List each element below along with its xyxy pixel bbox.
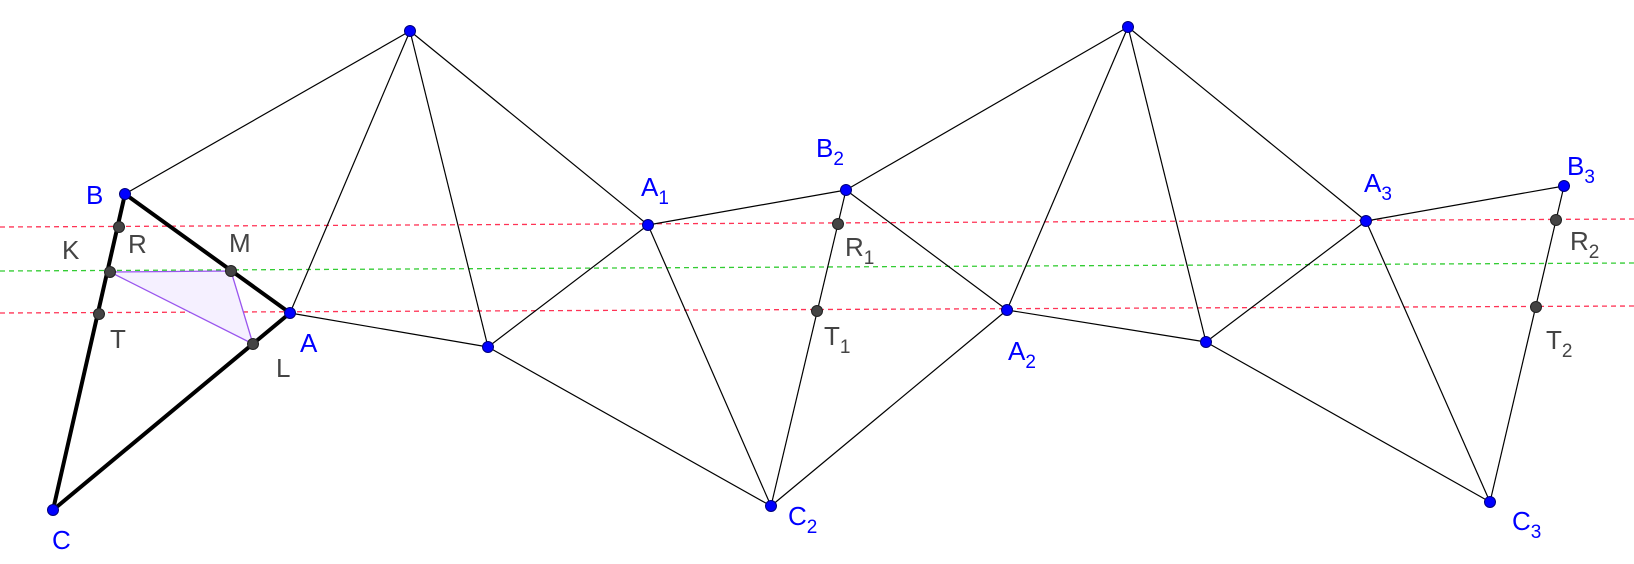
point-B3[interactable]	[1558, 180, 1570, 192]
label-C3: C3	[1512, 506, 1541, 543]
label-R2: R2	[1570, 226, 1599, 263]
segment-A1-B2[interactable]	[647, 189, 847, 226]
point-C[interactable]	[47, 504, 59, 516]
label-B3: B3	[1567, 151, 1595, 188]
segment-B2-P2[interactable]	[845, 26, 1129, 191]
point-R[interactable]	[113, 221, 125, 233]
side-C-B[interactable]	[51, 192, 127, 512]
point-A[interactable]	[284, 307, 296, 319]
segment-P3-A3[interactable]	[1205, 220, 1367, 343]
point-C3[interactable]	[1484, 496, 1496, 508]
point-R1[interactable]	[832, 218, 844, 230]
segment-A1-C2[interactable]	[647, 224, 772, 507]
point-B2[interactable]	[840, 184, 852, 196]
segment-P1-C2[interactable]	[487, 346, 772, 507]
label-A: A	[300, 328, 318, 358]
label-T1: T1	[824, 321, 850, 358]
label-B: B	[86, 180, 103, 210]
point-A3[interactable]	[1360, 215, 1372, 227]
triangle-KML[interactable]	[109, 270, 255, 346]
point-M[interactable]	[225, 265, 237, 277]
segment-B2-A2[interactable]	[845, 189, 1008, 311]
point-P2[interactable]	[1122, 21, 1134, 33]
segment-A2-P2[interactable]	[1006, 26, 1129, 311]
segment-P0-A1[interactable]	[409, 30, 649, 226]
red-line-bottom[interactable]	[0, 305, 1634, 314]
label-C2: C2	[788, 501, 817, 538]
segment-A3-C3[interactable]	[1365, 220, 1491, 503]
segment-A-P1[interactable]	[289, 312, 489, 348]
segment-P1-A1[interactable]	[487, 224, 649, 348]
triangle-ABC[interactable]	[51, 192, 292, 512]
segment-P2-P3[interactable]	[1127, 26, 1207, 343]
side-B-A[interactable]	[123, 192, 292, 315]
point-C2[interactable]	[765, 500, 777, 512]
label-M: M	[229, 228, 251, 258]
segment-P0-P1[interactable]	[409, 30, 489, 348]
label-L: L	[276, 353, 290, 383]
point-T2[interactable]	[1530, 301, 1542, 313]
point-P1[interactable]	[482, 341, 494, 353]
point-A1[interactable]	[642, 219, 654, 231]
point-R2[interactable]	[1550, 214, 1562, 226]
point-L[interactable]	[247, 338, 259, 350]
label-T2: T2	[1546, 325, 1572, 362]
segment-C2-A2[interactable]	[770, 309, 1008, 507]
point-K[interactable]	[104, 266, 116, 278]
red-line-top[interactable]	[0, 218, 1634, 228]
segment-P3-C3[interactable]	[1205, 341, 1491, 503]
segment-A2-P3[interactable]	[1006, 309, 1207, 343]
point-A2[interactable]	[1001, 304, 1013, 316]
segment-A3-B3[interactable]	[1365, 185, 1565, 222]
points	[47, 21, 1570, 516]
point-P0[interactable]	[404, 25, 416, 37]
point-T1[interactable]	[811, 305, 823, 317]
polygon-KML[interactable]	[109, 270, 255, 346]
point-T[interactable]	[93, 308, 105, 320]
label-B2: B2	[816, 133, 844, 170]
construction-segments	[124, 26, 1565, 507]
label-R: R	[128, 229, 147, 259]
label-A3: A3	[1364, 168, 1392, 205]
point-P3[interactable]	[1200, 336, 1212, 348]
label-T: T	[110, 324, 126, 354]
green-line[interactable]	[0, 262, 1634, 272]
label-C: C	[52, 525, 71, 555]
segment-P2-A3[interactable]	[1127, 26, 1367, 222]
segment-B3-C3[interactable]	[1489, 185, 1565, 503]
point-B[interactable]	[119, 188, 131, 200]
label-K: K	[62, 235, 80, 265]
segment-B-P0[interactable]	[124, 30, 411, 195]
label-R1: R1	[845, 232, 874, 269]
label-A1: A1	[641, 172, 669, 209]
segment-A-P0[interactable]	[289, 30, 411, 314]
segment-B2-C2[interactable]	[770, 189, 847, 507]
label-A2: A2	[1008, 336, 1036, 373]
